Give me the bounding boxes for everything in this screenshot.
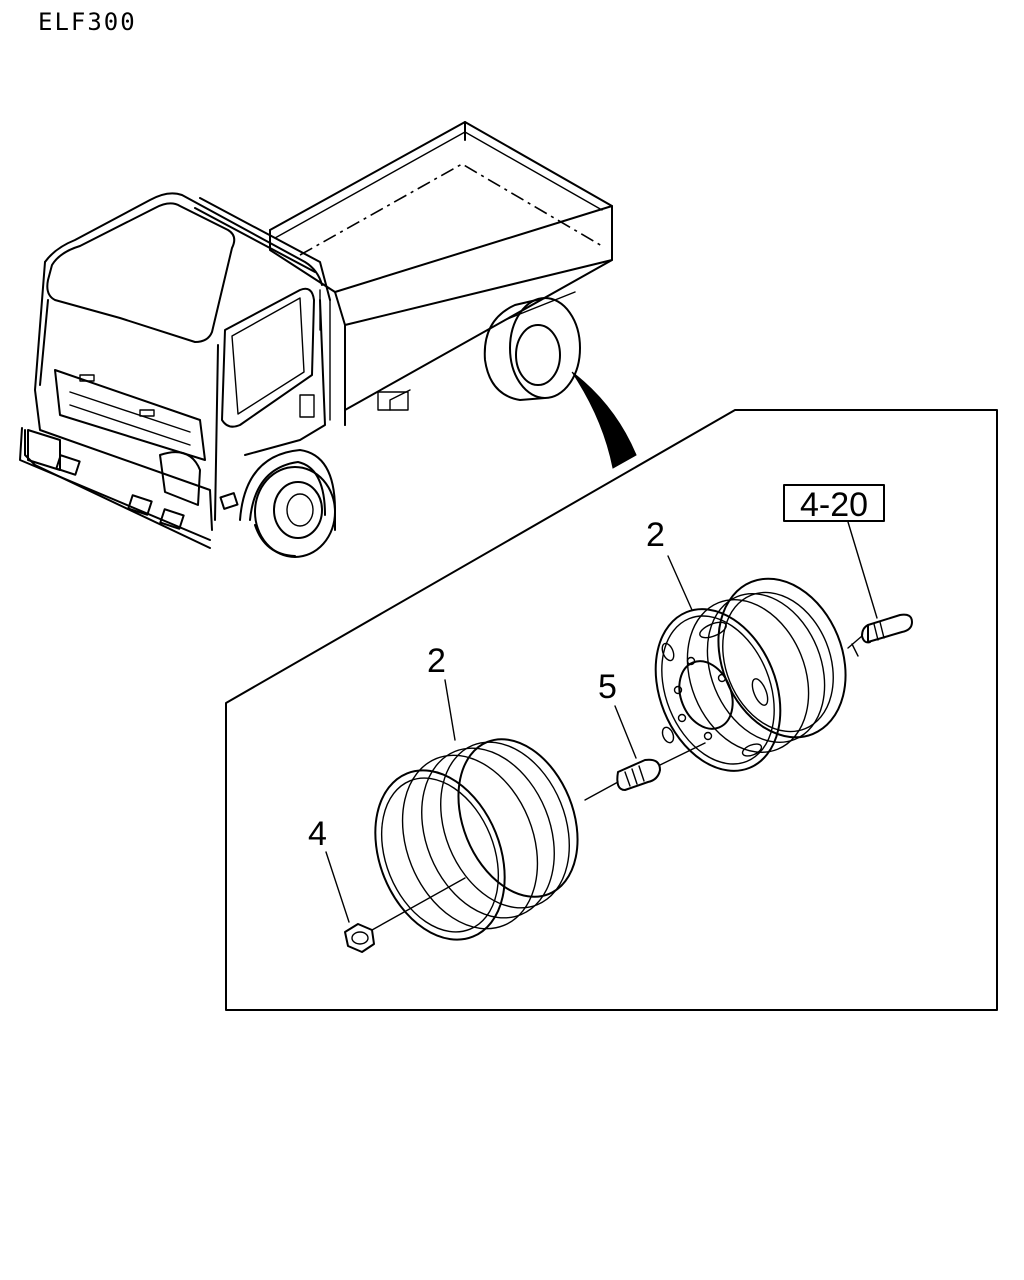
rim-inner: 2 <box>374 642 579 941</box>
callout-nut: 4 <box>308 815 327 853</box>
rim-outer: 2 <box>646 516 847 772</box>
zoom-arrow <box>571 371 637 469</box>
reference-callout: 4-20 <box>783 484 885 619</box>
callout-stud: 5 <box>598 668 617 706</box>
cargo-bed <box>194 121 613 426</box>
callout-rim-outer: 2 <box>646 516 665 554</box>
truck-illustration <box>19 121 613 558</box>
reference-box <box>783 484 885 522</box>
callout-rim-inner: 2 <box>427 642 446 680</box>
truck-cab <box>19 192 326 549</box>
wheel-stud: 5 <box>584 668 706 801</box>
detail-frame <box>225 409 998 1011</box>
front-wheel <box>239 449 336 558</box>
valve-stem <box>847 613 913 657</box>
rear-wheel <box>377 291 581 411</box>
wheel-nut: 4 <box>308 815 466 953</box>
reference-label: 4-20 <box>800 486 868 524</box>
diagram-title: ELF300 <box>38 8 137 36</box>
